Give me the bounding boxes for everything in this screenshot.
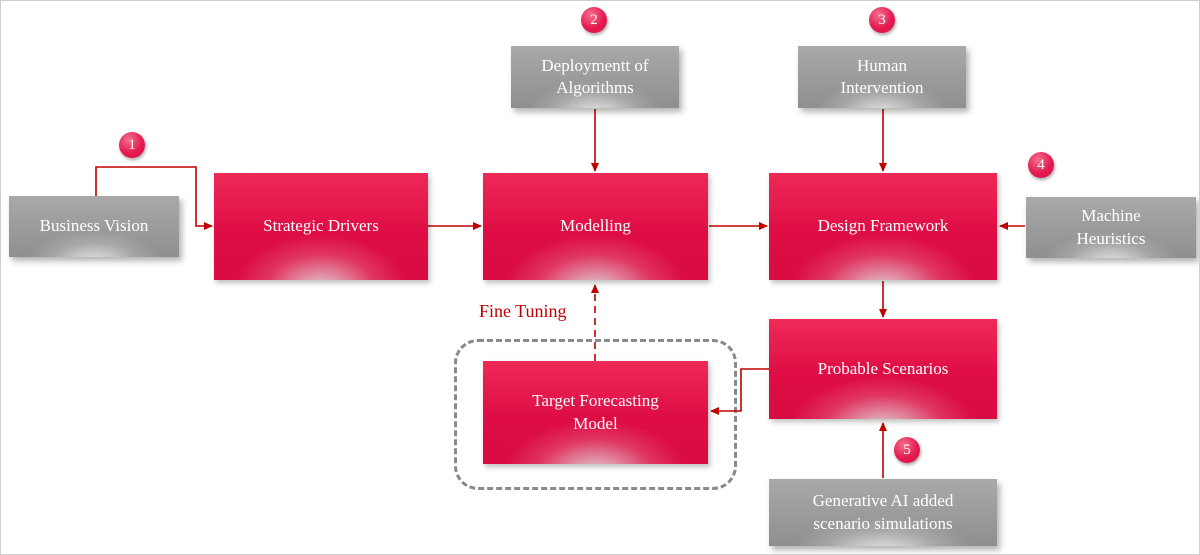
node-generative-ai-simulations: Generative AI added scenario simulations (769, 479, 997, 546)
node-human-intervention-label: Human Intervention (840, 55, 924, 97)
step-badge-1: 1 (119, 132, 145, 158)
node-design-framework-label: Design Framework (817, 216, 949, 236)
node-machine-heuristics-label: Machine Heuristics (1076, 206, 1146, 248)
step-badge-2: 2 (581, 7, 607, 33)
node-modelling: Modelling (483, 173, 708, 280)
node-probable-scenarios: Probable Scenarios (769, 319, 997, 419)
step-badge-4: 4 (1028, 152, 1054, 178)
node-deployment-of-algorithms-label: Deploymentt of Algorithms (541, 55, 649, 97)
node-modelling-label: Modelling (560, 216, 631, 236)
fine-tuning-label: Fine Tuning (479, 301, 567, 321)
node-strategic-drivers-label: Strategic Drivers (263, 216, 379, 236)
node-human-intervention: Human Intervention (798, 46, 966, 108)
step-badge-5: 5 (894, 437, 920, 463)
node-probable-scenarios-label: Probable Scenarios (817, 358, 949, 378)
node-business-vision-label: Business Vision (39, 216, 149, 236)
node-machine-heuristics: Machine Heuristics (1026, 197, 1196, 258)
node-generative-ai-simulations-label: Generative AI added scenario simulations (812, 491, 954, 533)
node-design-framework: Design Framework (769, 173, 997, 280)
node-target-forecasting-model-label: Target Forecasting Model (532, 391, 659, 433)
node-target-forecasting-model: Target Forecasting Model (483, 361, 708, 464)
step-badge-3: 3 (869, 7, 895, 33)
node-deployment-of-algorithms: Deploymentt of Algorithms (511, 46, 679, 108)
node-strategic-drivers: Strategic Drivers (214, 173, 428, 280)
node-business-vision: Business Vision (9, 196, 179, 257)
